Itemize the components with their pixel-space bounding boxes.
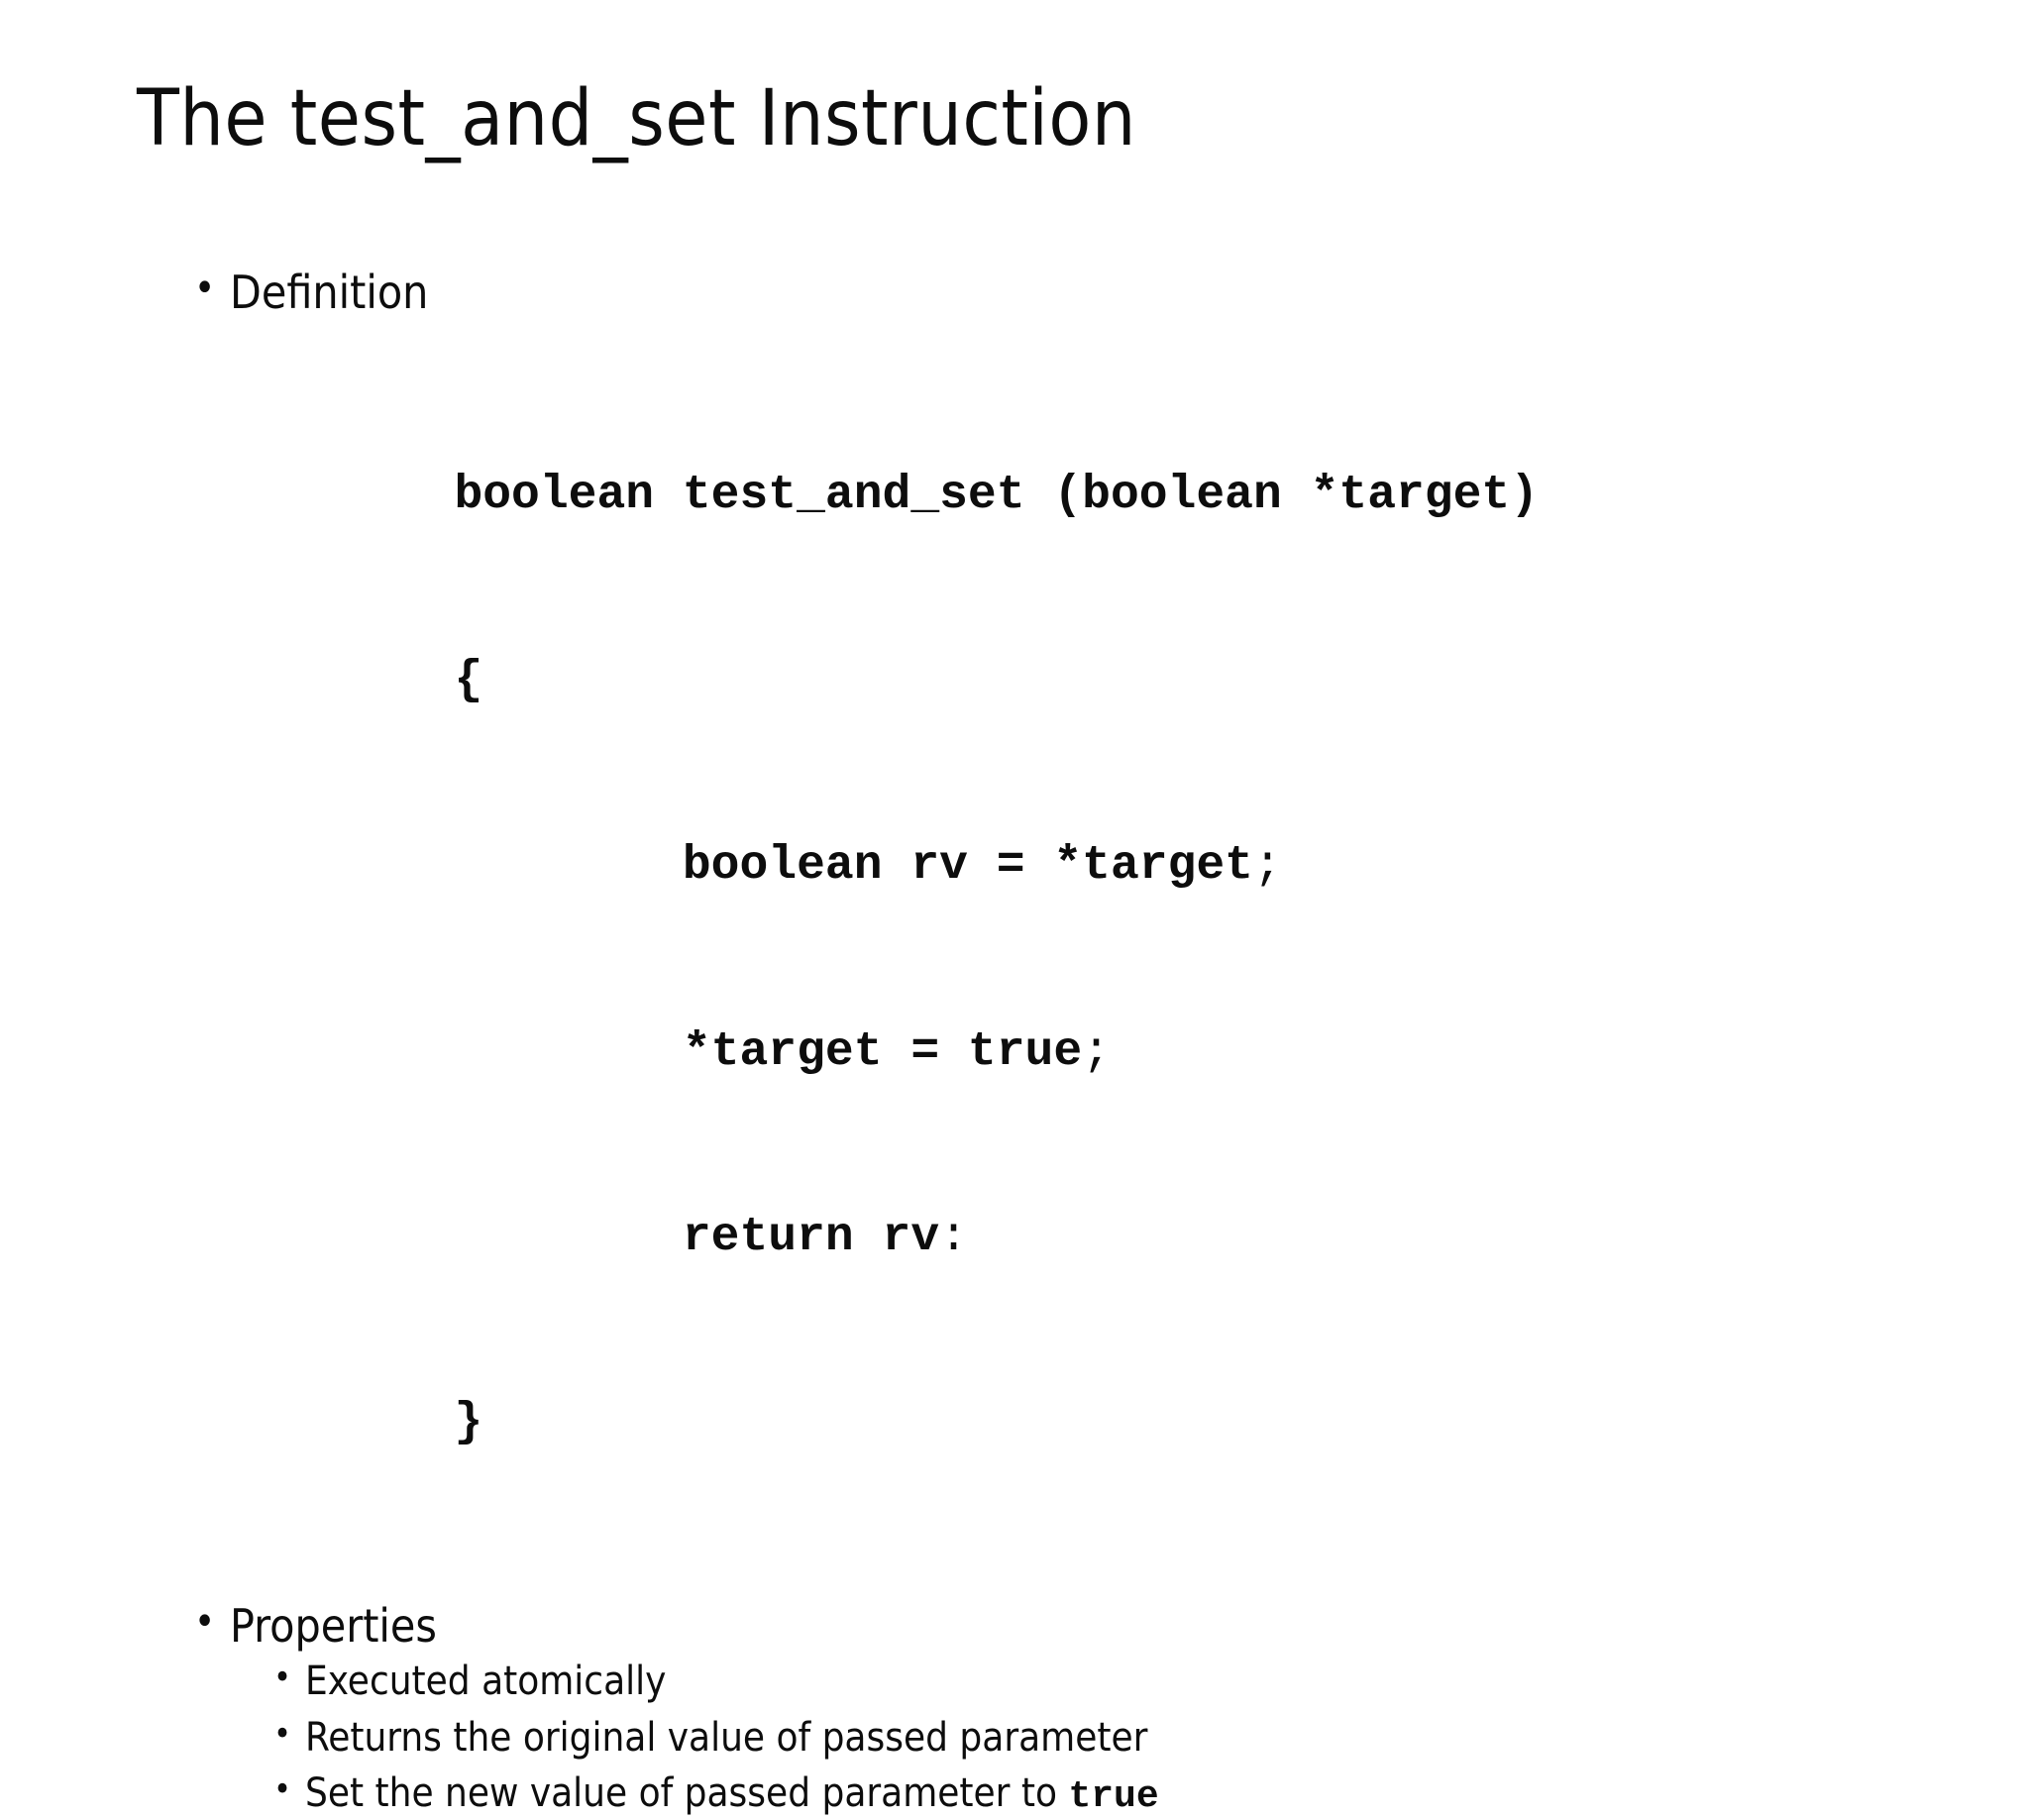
code-indent xyxy=(226,654,454,707)
code-indent xyxy=(226,1211,683,1264)
code-indent xyxy=(226,839,683,893)
code-line-close-brace: } xyxy=(226,1392,1692,1453)
spacer xyxy=(0,1577,2029,1599)
bullet-dot-icon: • xyxy=(273,1658,292,1698)
property-item-text: Returns the original value of passed par… xyxy=(305,1714,2029,1765)
code-line-stmt-2: *target = true; xyxy=(226,1021,1692,1083)
code-indent xyxy=(226,469,454,522)
property-item-body: Executed atomically xyxy=(305,1659,667,1705)
code-stmt-1-text: boolean rv = *target xyxy=(682,839,1253,894)
slide-body: • Definition boolean test_and_set (boole… xyxy=(0,266,2029,1820)
bullet-properties-label: Properties xyxy=(230,1599,437,1654)
bullet-properties: • Properties xyxy=(194,1599,2029,1653)
code-stmt-1-terminator: ; xyxy=(1252,839,1282,894)
code-line-signature: boolean test_and_set (boolean *target) xyxy=(226,465,1692,526)
bullet-dot-icon: • xyxy=(273,1713,292,1754)
bullet-definition: • Definition xyxy=(194,266,2029,319)
property-item-body: Returns the original value of passed par… xyxy=(305,1714,1148,1761)
code-stmt-3-text: return rv xyxy=(682,1210,940,1264)
code-block: boolean test_and_set (boolean *target) {… xyxy=(226,341,1692,1577)
code-stmt-2-text: *target = true xyxy=(682,1024,1083,1079)
list-item: • Returns the original value of passed p… xyxy=(273,1714,2029,1765)
list-item: • Set the new value of passed parameter … xyxy=(273,1769,2029,1820)
code-line-open-brace: { xyxy=(226,650,1692,711)
bullet-dot-icon: • xyxy=(194,266,216,311)
list-item: • Executed atomically xyxy=(273,1658,2029,1708)
page-title: The test_and_set Instruction xyxy=(137,74,1136,164)
spacer xyxy=(0,319,2029,333)
property-item-code: true xyxy=(1068,1775,1159,1819)
property-item-text: Executed atomically xyxy=(305,1658,2029,1708)
code-close-brace-text: } xyxy=(454,1395,483,1449)
code-signature-text: boolean test_and_set (boolean *target) xyxy=(454,469,1540,523)
code-line-stmt-3: return rv: xyxy=(226,1207,1692,1268)
code-stmt-2-terminator: ; xyxy=(1082,1024,1111,1079)
bullet-dot-icon: • xyxy=(273,1769,292,1810)
slide-canvas: The test_and_set Instruction • Definitio… xyxy=(137,74,1540,1819)
property-item-body: Set the new value of passed parameter to xyxy=(305,1770,1069,1817)
bullet-definition-label: Definition xyxy=(230,266,429,319)
property-item-text: Set the new value of passed parameter to… xyxy=(305,1769,2029,1820)
code-line-stmt-1: boolean rv = *target; xyxy=(226,835,1692,897)
code-stmt-3-terminator: : xyxy=(939,1210,968,1264)
code-indent xyxy=(226,1396,454,1449)
code-open-brace-text: { xyxy=(454,654,483,708)
code-indent xyxy=(226,1025,683,1079)
bullet-dot-icon: • xyxy=(194,1599,216,1646)
